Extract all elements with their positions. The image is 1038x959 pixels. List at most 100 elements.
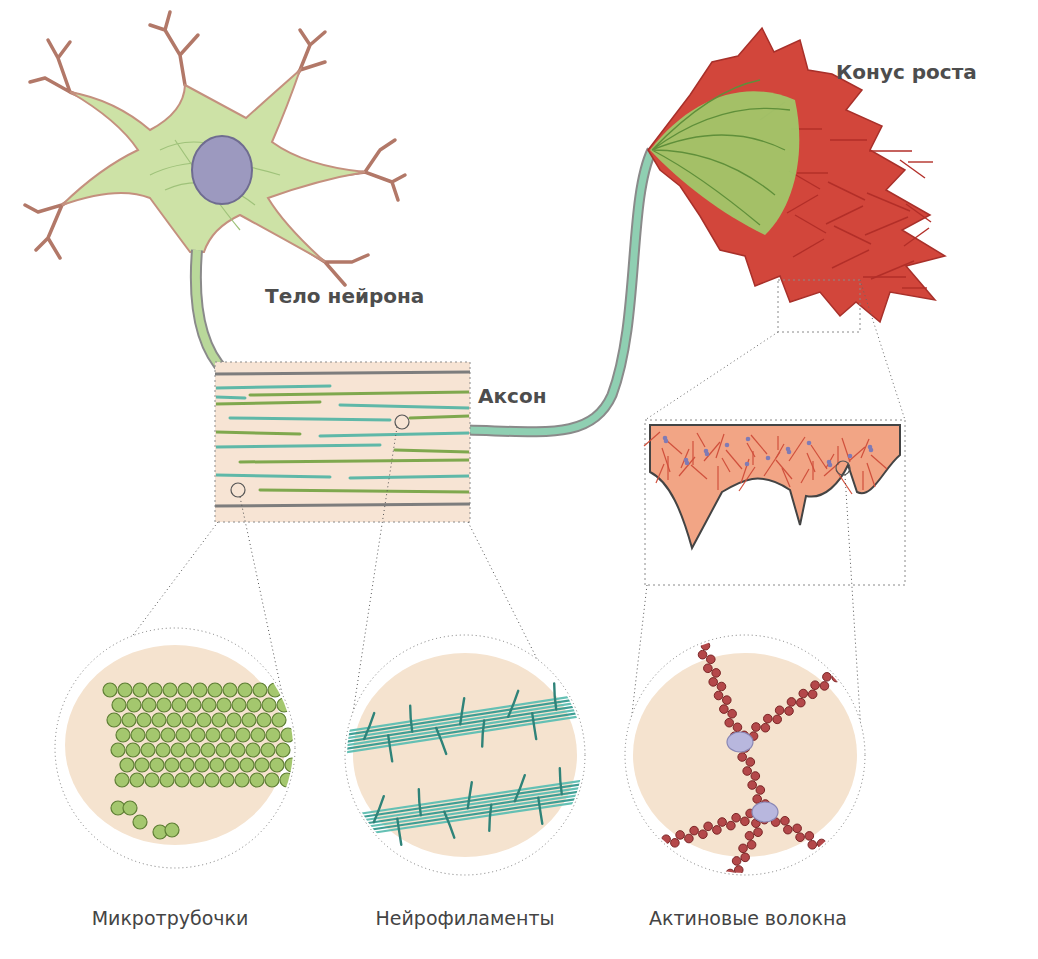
tubulin-dimer: [232, 698, 246, 712]
axon-fiber: [250, 392, 469, 395]
actin-monomer: [712, 669, 721, 678]
actin-texture-line: [747, 443, 755, 457]
actin-monomer: [662, 835, 671, 844]
tubulin-dimer: [272, 713, 286, 727]
actin-texture-line: [662, 448, 670, 472]
actin-texture-line: [826, 454, 834, 468]
neurofilament-strand: [355, 787, 590, 822]
tubulin-dimer: [193, 683, 207, 697]
actin-texture-line: [722, 458, 730, 472]
caption-label: Нейрофиламенты: [376, 907, 555, 930]
actin-dot: [664, 439, 669, 444]
tubulin-dimer: [107, 713, 121, 727]
actin-monomer: [845, 863, 854, 872]
actin-monomer: [714, 691, 723, 700]
actin-texture-line: [666, 440, 682, 454]
tubulin-dimer: [262, 698, 276, 712]
tubulin-dimer: [280, 773, 294, 787]
actin-texture-line: [812, 461, 813, 480]
tubulin-dimer: [165, 758, 179, 772]
actin-monomer: [701, 641, 710, 650]
tubulin-dimer: [171, 743, 185, 757]
tubulin-dimer: [118, 683, 132, 697]
axon-outline: [468, 150, 652, 432]
actin-monomer: [834, 664, 843, 673]
tubulin-dimer: [220, 773, 234, 787]
actin-monomer: [728, 709, 737, 718]
tubulin-dimer: [180, 758, 194, 772]
detail-ground: [65, 645, 285, 845]
region-label: Тело нейрона: [265, 284, 424, 308]
actin-dot: [828, 463, 833, 468]
neurofilament-strand: [345, 712, 585, 749]
actin-texture-line: [679, 457, 695, 476]
actin-texture-line: [801, 469, 809, 483]
actin-monomer: [748, 781, 757, 790]
side-arm: [364, 713, 374, 739]
tubulin-dimer: [111, 743, 125, 757]
dendrites: [25, 12, 405, 285]
neurofilament-strand: [355, 794, 590, 829]
side-arm: [508, 691, 518, 717]
tubulin-dimer: [231, 743, 245, 757]
actin-monomer: [842, 854, 851, 863]
actin-dot: [746, 437, 751, 442]
tubulin-dimer: [130, 773, 144, 787]
cone-texture-line: [904, 228, 929, 246]
microtubule-drawing: [103, 683, 299, 839]
actin-monomer: [867, 648, 876, 657]
neuron-body: [62, 70, 365, 262]
actin-monomer: [805, 832, 814, 841]
actin-dot: [705, 452, 710, 457]
zoom-leader: [645, 332, 778, 420]
actin-monomer: [720, 705, 729, 714]
side-arm: [482, 721, 484, 747]
branching-protein: [752, 802, 778, 822]
actin-dot: [725, 443, 730, 448]
actin-monomer: [620, 848, 629, 857]
detail-circle: [345, 635, 585, 875]
actin-texture-line: [782, 468, 790, 487]
actin-monomer: [857, 871, 866, 880]
actin-monomer: [746, 758, 755, 767]
tubulin-dimer: [285, 758, 299, 772]
tubulin-dimer: [156, 743, 170, 757]
tubulin-dimer: [268, 683, 282, 697]
tubulin-dimer: [165, 823, 179, 837]
actin-monomer: [722, 696, 731, 705]
actin-monomer: [820, 682, 829, 691]
axon-fiber: [216, 475, 330, 477]
actin-texture-line: [752, 451, 753, 465]
actin-monomer: [698, 650, 707, 659]
actin-monomer: [846, 656, 855, 665]
actin-drawing: [620, 637, 878, 903]
actin-texture-line: [697, 433, 705, 447]
actin-texture-line: [667, 456, 668, 480]
cone-texture-line: [908, 161, 933, 162]
actin-monomer: [781, 816, 790, 825]
actin-dot: [766, 456, 771, 461]
actin-monomer: [676, 831, 685, 840]
tubulin-dimer: [206, 728, 220, 742]
actin-monomer: [699, 830, 708, 839]
detail-ground: [633, 653, 857, 857]
actin-monomer: [775, 706, 784, 715]
actin-texture-line: [681, 449, 689, 468]
tubulin-dimer: [133, 683, 147, 697]
actin-monomer: [820, 848, 829, 857]
actin-texture-line: [717, 466, 718, 490]
tubulin-dimer: [178, 683, 192, 697]
actin-dot: [869, 448, 874, 453]
neurofilament-strand: [355, 790, 590, 825]
actin-texture-line: [741, 459, 749, 483]
neurofilament-strand: [355, 783, 590, 818]
tubulin-dimer: [116, 728, 130, 742]
tubulin-dimer: [225, 758, 239, 772]
axon-fiber: [230, 418, 390, 420]
tubulin-dimer: [161, 728, 175, 742]
tubulin-dimer: [246, 743, 260, 757]
axon-fiber: [216, 432, 300, 434]
actin-monomer: [856, 657, 865, 666]
